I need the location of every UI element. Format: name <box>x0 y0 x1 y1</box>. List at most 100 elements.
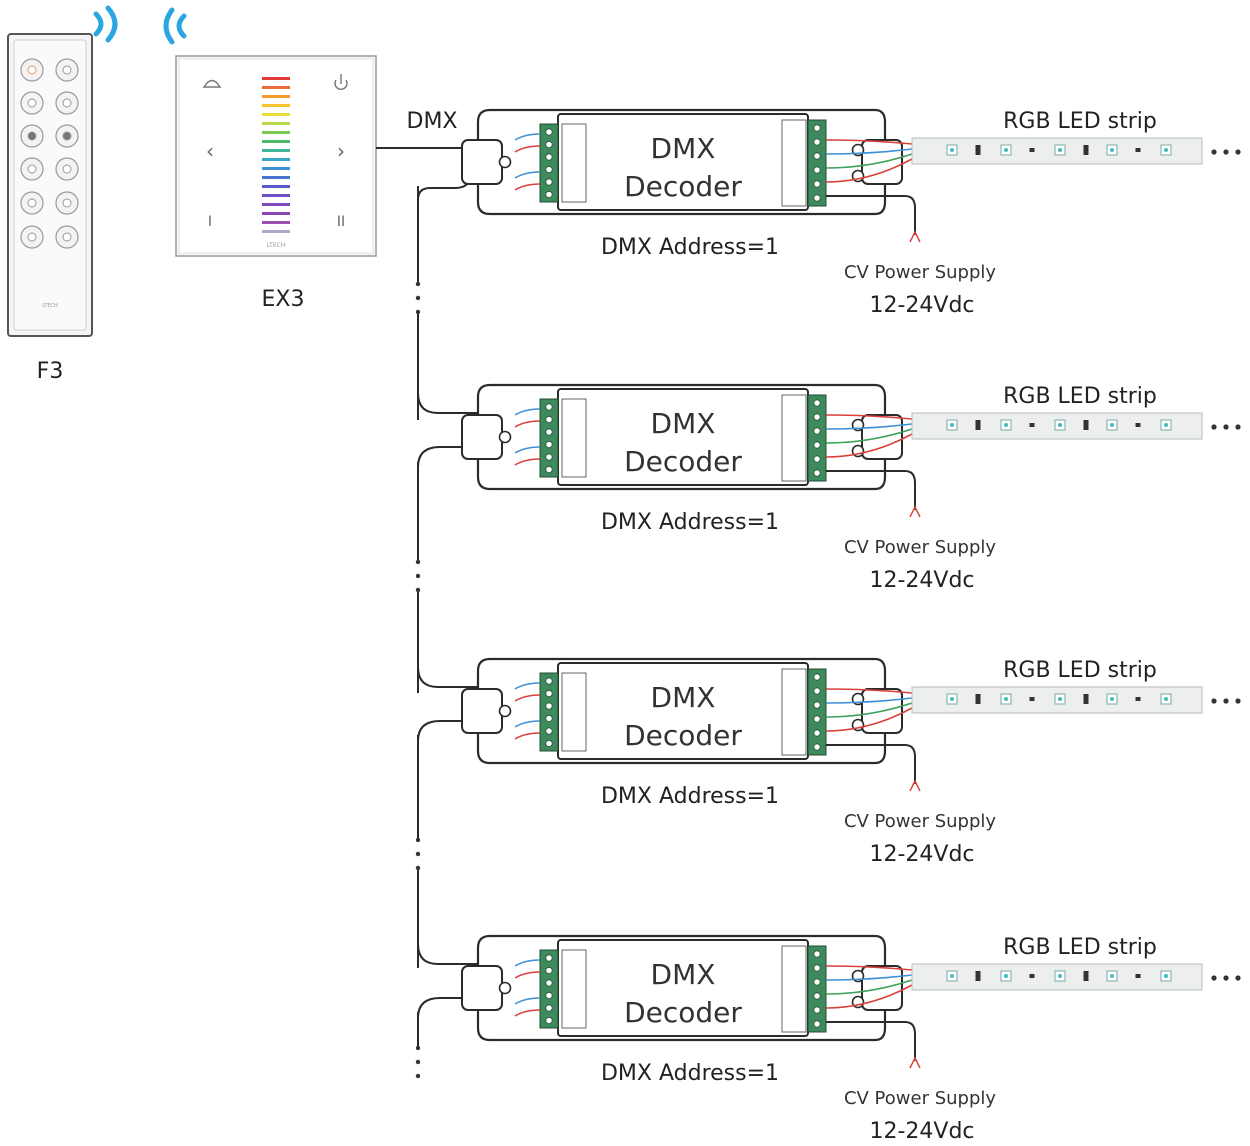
remote-button-mark <box>27 65 37 75</box>
led-output-wire <box>825 433 913 458</box>
terminal-screw <box>813 166 821 174</box>
color-slider-segment <box>262 194 290 197</box>
terminal-screw <box>813 455 821 463</box>
led-chip-core <box>1058 974 1062 978</box>
strip-resistor <box>1083 420 1089 430</box>
led-output-wire <box>825 153 913 169</box>
led-chip-core <box>1164 148 1168 152</box>
terminal-screw <box>545 966 553 975</box>
led-output-wire <box>825 428 913 444</box>
remote-button-mark <box>27 98 37 108</box>
pause-icon: II <box>337 214 345 230</box>
led-output-wire <box>825 702 913 718</box>
terminal-screw <box>813 427 821 435</box>
strip-resistor <box>1083 145 1089 155</box>
mounting-hole <box>498 430 512 444</box>
dmx-input-wire <box>514 183 541 191</box>
color-slider-segment <box>262 212 290 215</box>
power-supply-label: CV Power Supply <box>844 1088 996 1109</box>
dmx-input-wire <box>514 959 541 967</box>
mounting-tab <box>461 965 503 1011</box>
continuation-dot <box>415 281 421 287</box>
led-chip-core <box>1058 148 1062 152</box>
terminal-screw <box>813 124 821 132</box>
power-cable <box>826 470 916 510</box>
dmx-input-wire <box>514 458 541 466</box>
color-slider-segment <box>262 140 290 143</box>
terminal-label-plate <box>781 668 807 756</box>
power-cable <box>826 1021 916 1061</box>
led-chip-core <box>1058 423 1062 427</box>
decoder-subtitle: Decoder <box>624 170 742 203</box>
terminal-screw <box>545 190 553 199</box>
terminal-screw <box>545 428 553 436</box>
terminal-label-plate <box>561 949 587 1029</box>
terminal-label-plate <box>561 398 587 478</box>
color-slider-segment <box>262 104 290 107</box>
terminal-screw <box>813 413 821 421</box>
remote-brand: LTECH <box>42 303 58 309</box>
terminal-label-plate <box>561 123 587 203</box>
terminal-screw <box>813 729 821 737</box>
remote-f3: LTECH <box>7 33 93 337</box>
terminal-screw <box>813 441 821 449</box>
color-slider-segment <box>262 185 290 188</box>
dmx-input-wire <box>514 133 541 141</box>
remote-button-mark <box>27 198 37 208</box>
mounting-tab <box>461 139 503 185</box>
terminal-screw <box>545 415 553 424</box>
power-cable-end <box>909 230 921 243</box>
dmx-input-wire <box>514 145 541 153</box>
terminal-screw <box>813 180 821 188</box>
strip-resistor <box>1135 697 1141 701</box>
remote-button-mark <box>27 131 37 141</box>
dmx-cable <box>417 943 500 965</box>
terminal-screw <box>545 128 553 136</box>
mounting-hole <box>498 704 512 718</box>
wireless-signal-icon <box>163 7 187 45</box>
led-chip-core <box>1110 148 1114 152</box>
chevron-left-icon: ‹ <box>206 139 214 163</box>
led-output-wire <box>825 423 913 430</box>
terminal-screw <box>813 964 821 972</box>
color-slider-segment <box>262 167 290 170</box>
strip-continuation-dot <box>1235 975 1241 981</box>
input-terminal-block <box>539 949 559 1029</box>
terminal-screw <box>545 702 553 710</box>
dmx-address: DMX Address=1 <box>601 235 779 260</box>
mode-icon: I <box>208 214 212 230</box>
terminal-screw <box>545 979 553 987</box>
strip-resistor <box>1083 694 1089 704</box>
strip-continuation-dot <box>1211 698 1217 704</box>
strip-resistor <box>975 145 981 155</box>
dmx-cable <box>417 446 500 468</box>
strip-continuation-dot <box>1235 149 1241 155</box>
strip-continuation-dot <box>1211 975 1217 981</box>
terminal-label-plate <box>781 394 807 482</box>
power-supply-label: CV Power Supply <box>844 537 996 558</box>
continuation-dot <box>415 1073 421 1079</box>
color-slider-segment <box>262 230 290 233</box>
terminal-screw <box>545 453 553 461</box>
power-cable-end <box>909 779 921 792</box>
terminal-screw <box>813 992 821 1000</box>
led-chip-core <box>1110 697 1114 701</box>
strip-resistor <box>975 420 981 430</box>
strip-continuation-dot <box>1211 149 1217 155</box>
output-terminal-block <box>807 668 827 756</box>
continuation-dot <box>415 1045 421 1051</box>
remote-button-mark <box>62 65 72 75</box>
led-chip-core <box>1164 974 1168 978</box>
led-output-wire <box>825 965 913 971</box>
dmx-input-wire <box>514 408 541 416</box>
terminal-screw <box>545 727 553 735</box>
led-chip-core <box>950 697 954 701</box>
power-supply-voltage: 12-24Vdc <box>869 293 974 318</box>
terminal-screw <box>813 978 821 986</box>
power-supply-voltage: 12-24Vdc <box>869 568 974 593</box>
dmx-address: DMX Address=1 <box>601 1061 779 1086</box>
terminal-screw <box>545 140 553 149</box>
dmx-input-wire <box>514 171 541 179</box>
